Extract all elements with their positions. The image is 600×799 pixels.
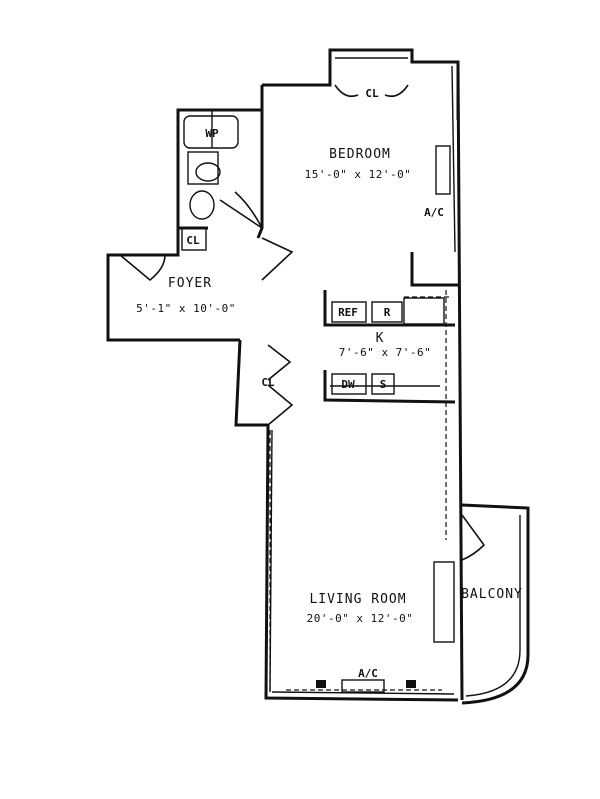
- foyer-name: FOYER: [168, 276, 212, 291]
- bathroom-fixtures: [181, 110, 239, 251]
- ac-units: [316, 145, 455, 693]
- hall-closet-label: CL: [261, 376, 275, 389]
- refrigerator-label: REF: [338, 306, 358, 319]
- foyer-dim: 5'-1" x 10'-0": [136, 302, 236, 315]
- kitchen-appliances: [330, 297, 445, 395]
- sink-label: S: [380, 378, 387, 391]
- doors: [119, 191, 486, 561]
- kitchen-name: K: [376, 331, 385, 346]
- balcony-outline: [461, 503, 530, 705]
- living-room-name: LIVING ROOM: [309, 592, 406, 607]
- bedroom-ac-label: A/C: [424, 206, 444, 219]
- bedroom-closet: [334, 57, 409, 98]
- dishwasher-label: DW: [341, 378, 355, 391]
- living-room-dim: 20'-0" x 12'-0": [307, 612, 414, 625]
- wp-label: WP: [205, 127, 219, 140]
- bedroom-name: BEDROOM: [329, 147, 391, 162]
- labels: BEDROOM 15'-0" x 12'-0" FOYER 5'-1" x 10…: [136, 87, 523, 680]
- exterior-walls: [106, 48, 464, 702]
- balcony-name: BALCONY: [461, 587, 523, 602]
- range-label: R: [384, 306, 391, 319]
- kitchen-dim: 7'-6" x 7'-6": [339, 346, 432, 359]
- bath-closet-label: CL: [186, 234, 200, 247]
- bedroom-dim: 15'-0" x 12'-0": [305, 168, 412, 181]
- living-ac-label: A/C: [358, 667, 378, 680]
- bedroom-closet-label: CL: [365, 87, 379, 100]
- dashed-lines: [269, 290, 452, 691]
